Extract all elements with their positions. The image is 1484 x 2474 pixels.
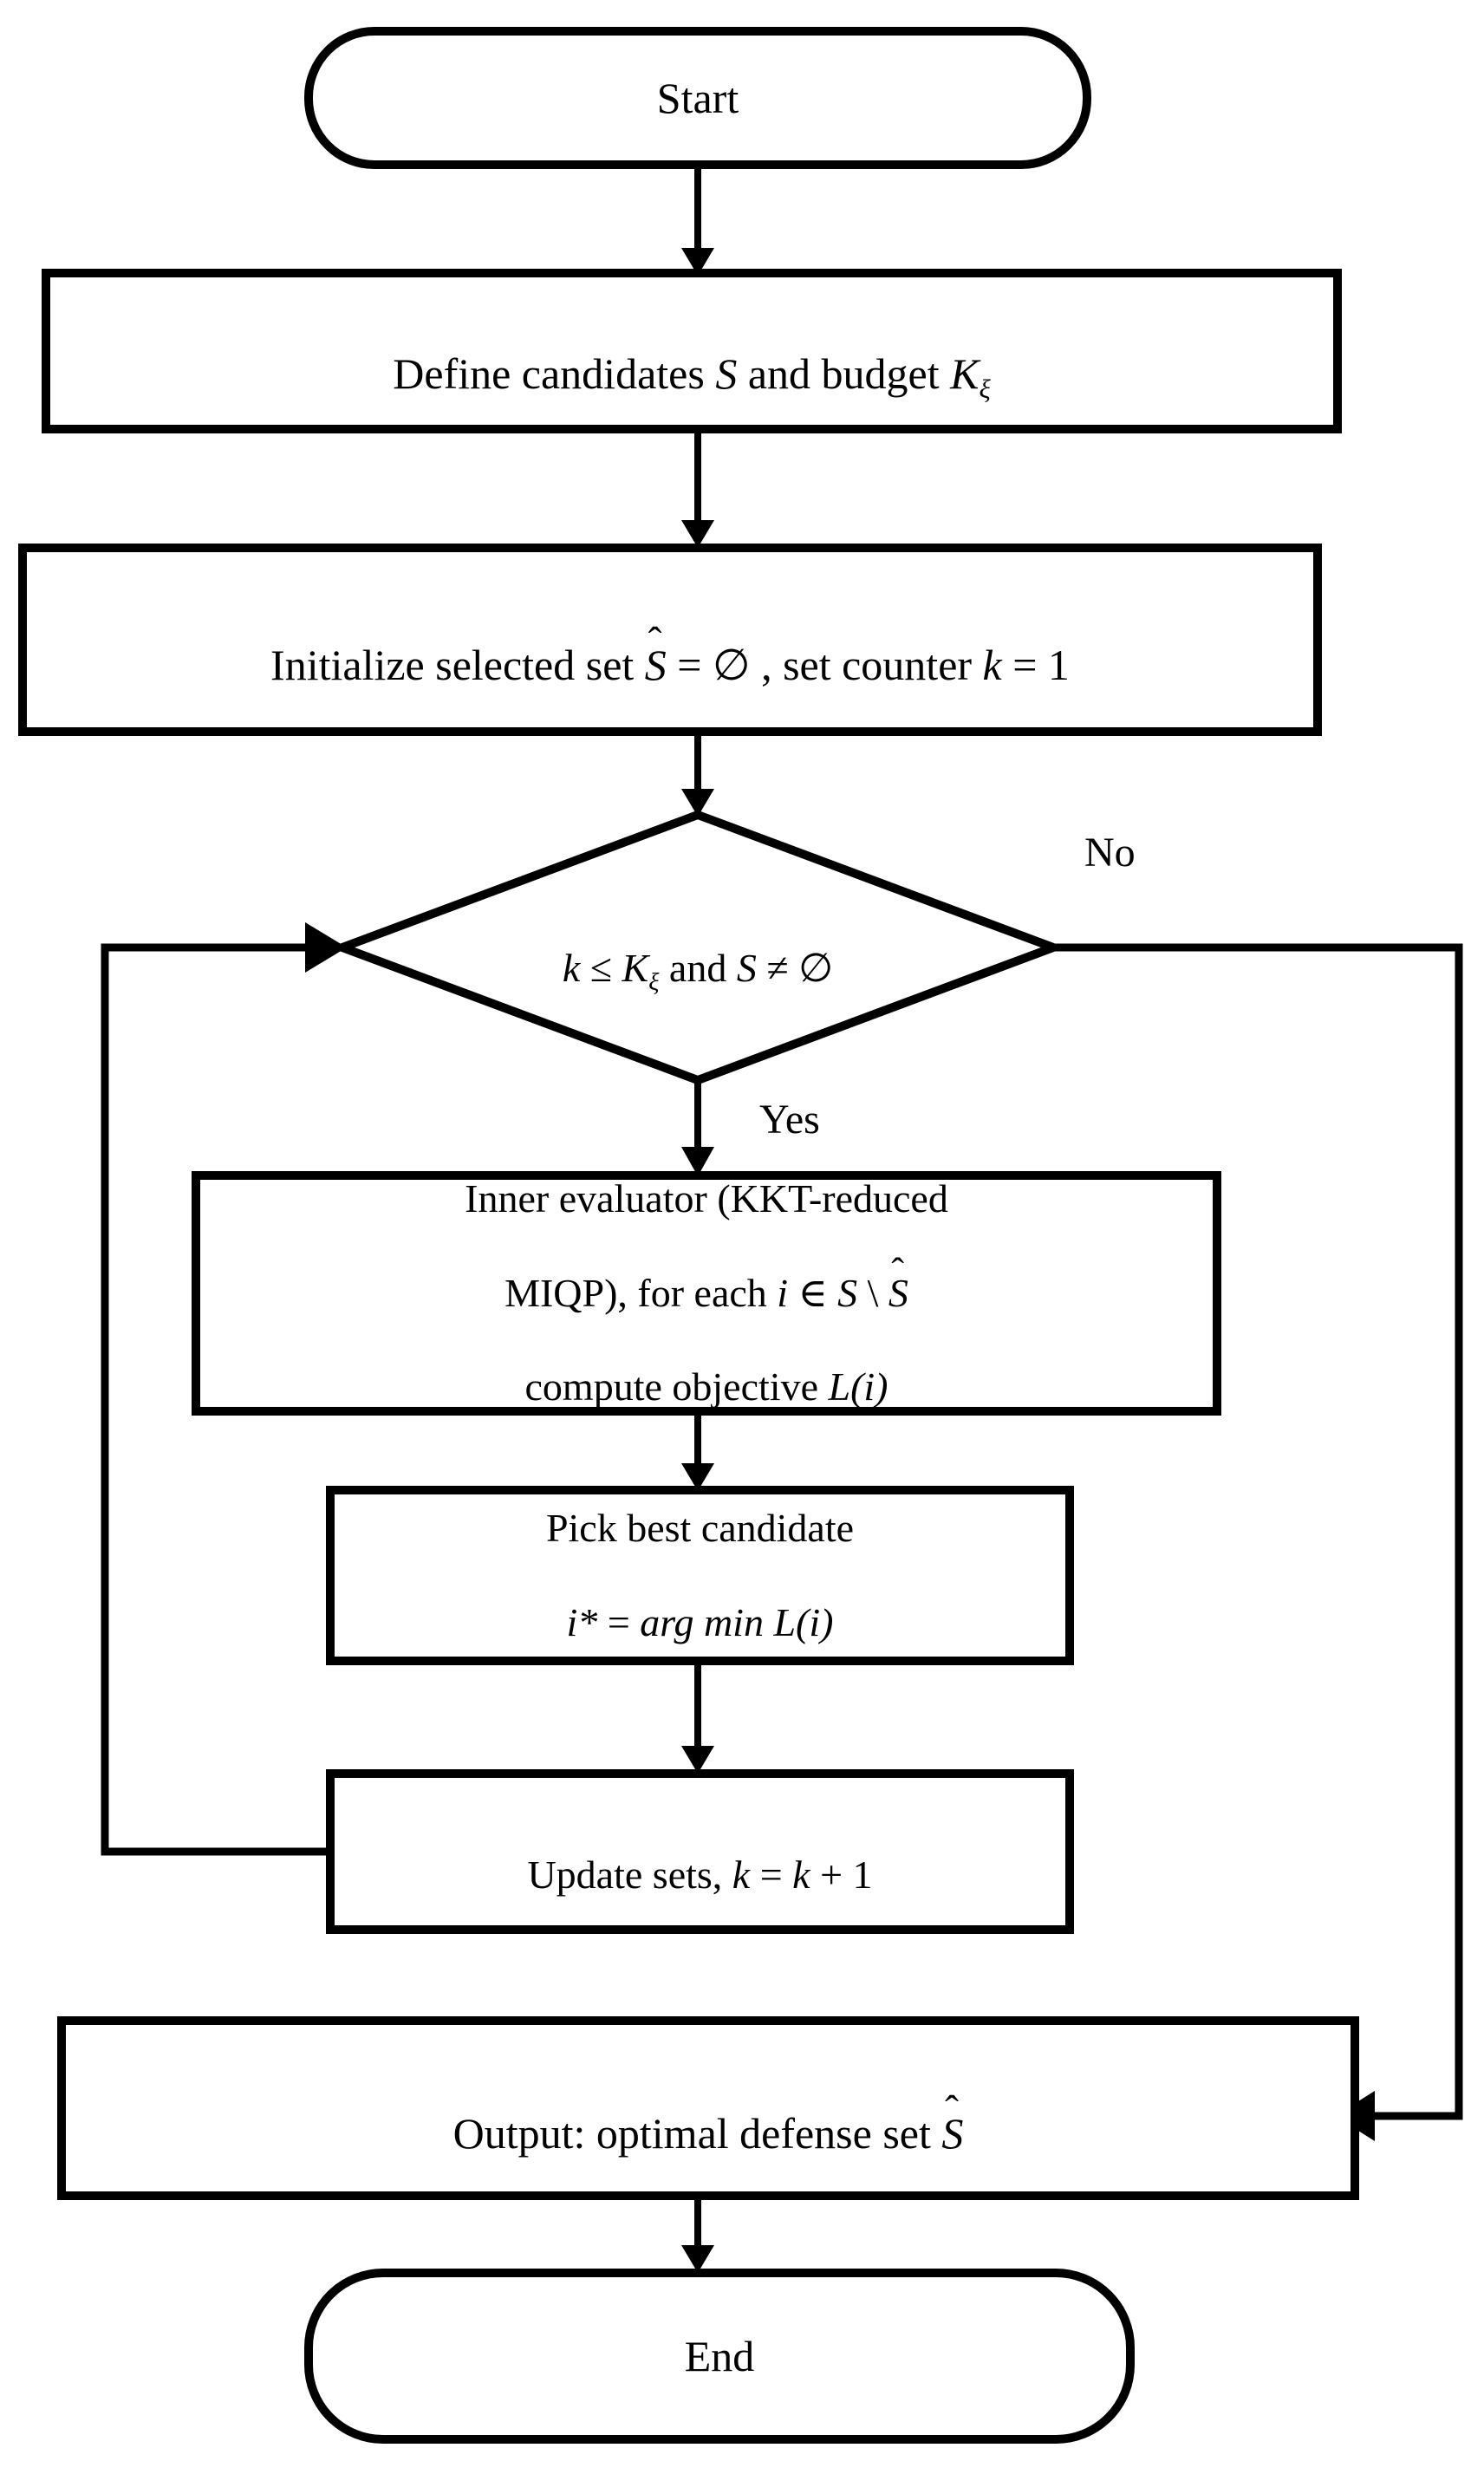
arrowhead-loopback-into-decision [305, 922, 347, 973]
initialize-shape [18, 544, 1322, 736]
arrowhead-initialize-to-decision [681, 789, 714, 817]
arrowhead-inner-to-pick [681, 1463, 714, 1491]
decision-shape [329, 810, 1066, 1085]
edge-no-branch [1053, 943, 1463, 2120]
start-terminator-shape [304, 27, 1091, 169]
define-candidates-shape [42, 269, 1342, 433]
output-shape [57, 2016, 1359, 2200]
arrowhead-pick-to-update [681, 1746, 714, 1774]
end-terminator-shape [304, 2269, 1135, 2444]
edge-loopback-to-decision [101, 943, 330, 1856]
arrowhead-define-to-initialize [681, 520, 714, 548]
arrowhead-start-to-define [681, 248, 714, 276]
pick-best-shape [326, 1486, 1074, 1665]
update-sets-shape [326, 1769, 1074, 1934]
inner-evaluator-shape [192, 1171, 1221, 1416]
arrowhead-yes-to-inner [681, 1147, 714, 1176]
arrowhead-output-to-end [681, 2245, 714, 2273]
